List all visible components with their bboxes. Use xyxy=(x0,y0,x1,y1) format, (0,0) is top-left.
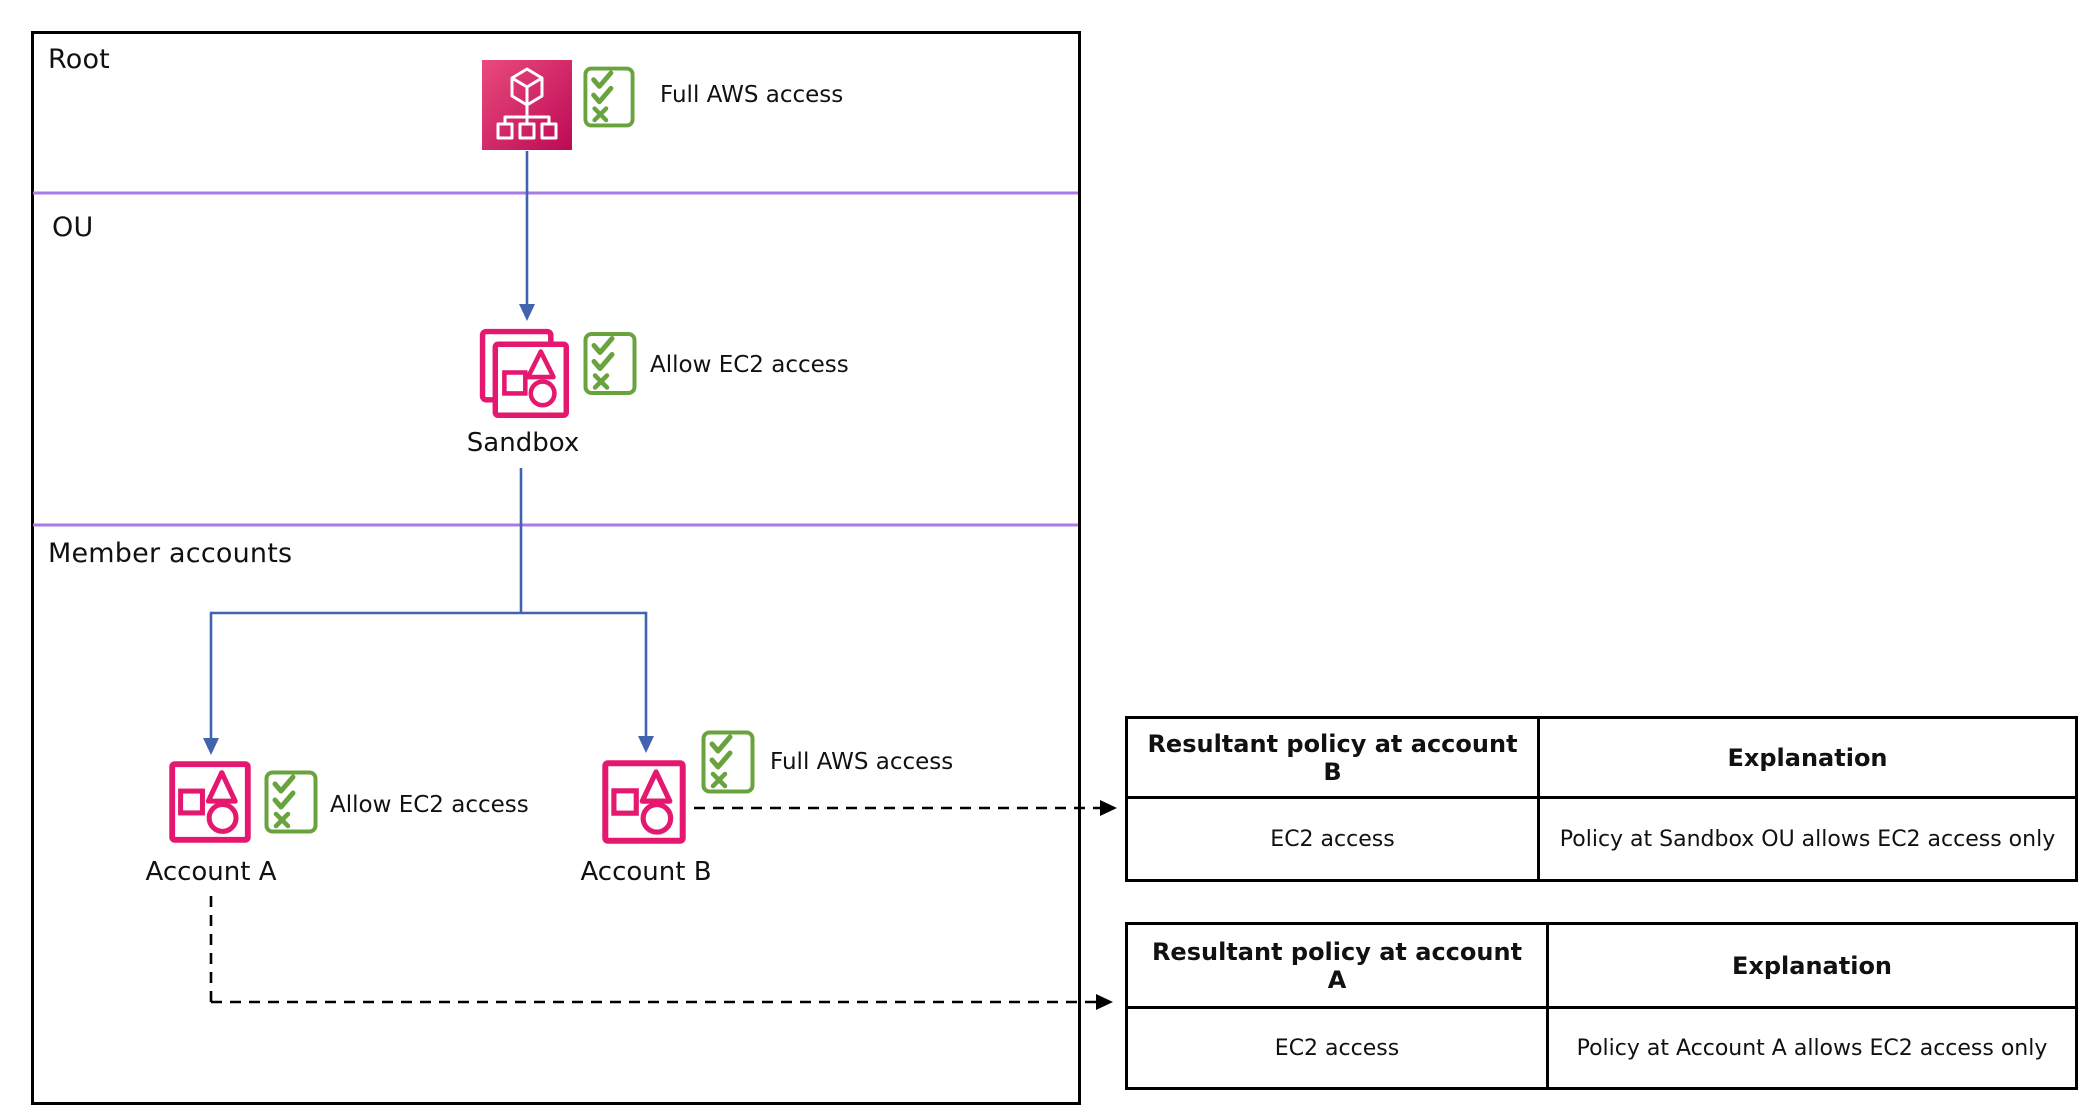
band-label-member-accounts: Member accounts xyxy=(48,538,293,569)
sandbox-policy-label: Allow EC2 access xyxy=(650,352,849,378)
policy-checklist-icon xyxy=(583,66,635,128)
table-header-cell: Explanation xyxy=(1540,719,2075,799)
table-data-cell: Policy at Sandbox OU allows EC2 access o… xyxy=(1559,826,2056,852)
organization-boundary-box xyxy=(31,31,1081,1105)
account-b-label: Account B xyxy=(580,857,712,887)
table-data-cell: EC2 access xyxy=(1128,1009,1549,1087)
table-data-cell: Policy at Account A allows EC2 access on… xyxy=(1576,1035,2048,1061)
policy-checklist-icon xyxy=(701,730,755,794)
band-label-root: Root xyxy=(48,44,110,75)
root-policy-label: Full AWS access xyxy=(660,82,844,108)
account-a-policy-label: Allow EC2 access xyxy=(330,792,529,818)
table-data-cell: EC2 access xyxy=(1128,799,1540,879)
account-icon xyxy=(602,760,686,844)
arrow-right-icon xyxy=(1100,800,1117,816)
band-label-ou: OU xyxy=(52,212,94,243)
policy-checklist-icon xyxy=(583,332,637,395)
organizational-unit-icon xyxy=(479,328,569,418)
arrow-right-icon xyxy=(1096,994,1113,1010)
account-b-policy-label: Full AWS access xyxy=(770,749,954,775)
policy-checklist-icon xyxy=(264,770,318,834)
resultant-policy-table-account-b: Resultant policy at account B Explanatio… xyxy=(1125,716,2078,882)
organizations-icon xyxy=(482,60,572,150)
account-a-label: Account A xyxy=(145,857,277,887)
table-header-cell: Resultant policy at account B xyxy=(1128,719,1540,799)
table-header-cell: Explanation xyxy=(1549,925,2075,1009)
account-icon xyxy=(169,761,251,843)
sandbox-ou-label: Sandbox xyxy=(466,428,580,458)
table-header-cell: Resultant policy at account A xyxy=(1128,925,1549,1009)
resultant-policy-table-account-a: Resultant policy at account A Explanatio… xyxy=(1125,922,2078,1090)
